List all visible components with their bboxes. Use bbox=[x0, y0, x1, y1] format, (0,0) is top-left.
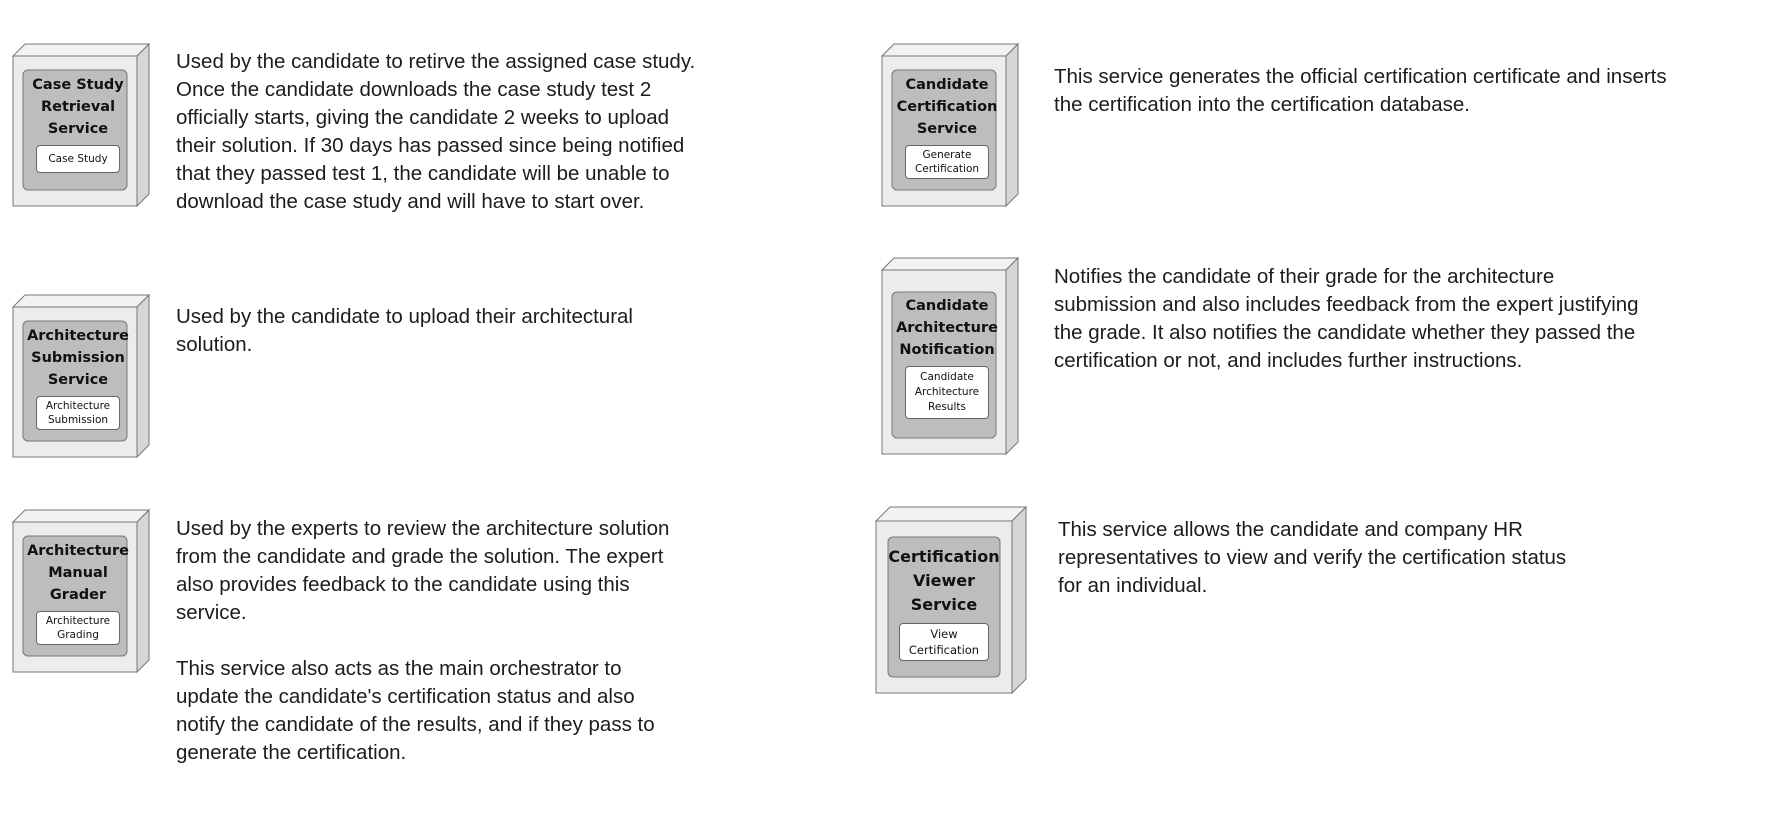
service-title: Architecture Manual Grader bbox=[27, 543, 129, 603]
service-title: Case Study Retrieval Service bbox=[32, 77, 124, 137]
candidate-architecture-notification-description: Notifies the candidate of their grade fo… bbox=[1054, 265, 1639, 372]
architecture-manual-grader-description: Used by the experts to review the archit… bbox=[176, 517, 670, 764]
component-box: View Certification bbox=[899, 623, 989, 661]
component-box: Generate Certification bbox=[905, 145, 989, 179]
component-box: Candidate Architecture Results bbox=[905, 366, 989, 419]
certification-viewer-service-node: Certification Viewer Service View Certif… bbox=[874, 505, 1028, 695]
architecture-submission-service-node: Architecture Submission Service Architec… bbox=[11, 293, 151, 459]
service-title: Candidate Certification Service bbox=[896, 77, 998, 137]
case-study-retrieval-description: Used by the candidate to retirve the ass… bbox=[176, 50, 696, 213]
architecture-submission-description: Used by the candidate to upload their ar… bbox=[176, 305, 633, 356]
candidate-architecture-notification-node: Candidate Architecture Notification Cand… bbox=[880, 256, 1020, 456]
component-box: Case Study bbox=[36, 145, 120, 173]
certification-viewer-description: This service allows the candidate and co… bbox=[1058, 518, 1567, 597]
component-box: Architecture Submission bbox=[36, 396, 120, 430]
candidate-certification-description: This service generates the official cert… bbox=[1054, 65, 1667, 116]
candidate-certification-service-node: Candidate Certification Service Generate… bbox=[880, 42, 1020, 208]
service-title: Candidate Architecture Notification bbox=[896, 298, 998, 358]
service-title: Architecture Submission Service bbox=[27, 328, 129, 388]
case-study-retrieval-service-node: Case Study Retrieval Service Case Study bbox=[11, 42, 151, 208]
component-box: Architecture Grading bbox=[36, 611, 120, 645]
architecture-manual-grader-node: Architecture Manual Grader Architecture … bbox=[11, 508, 151, 674]
service-title: Certification Viewer Service bbox=[888, 547, 1000, 614]
